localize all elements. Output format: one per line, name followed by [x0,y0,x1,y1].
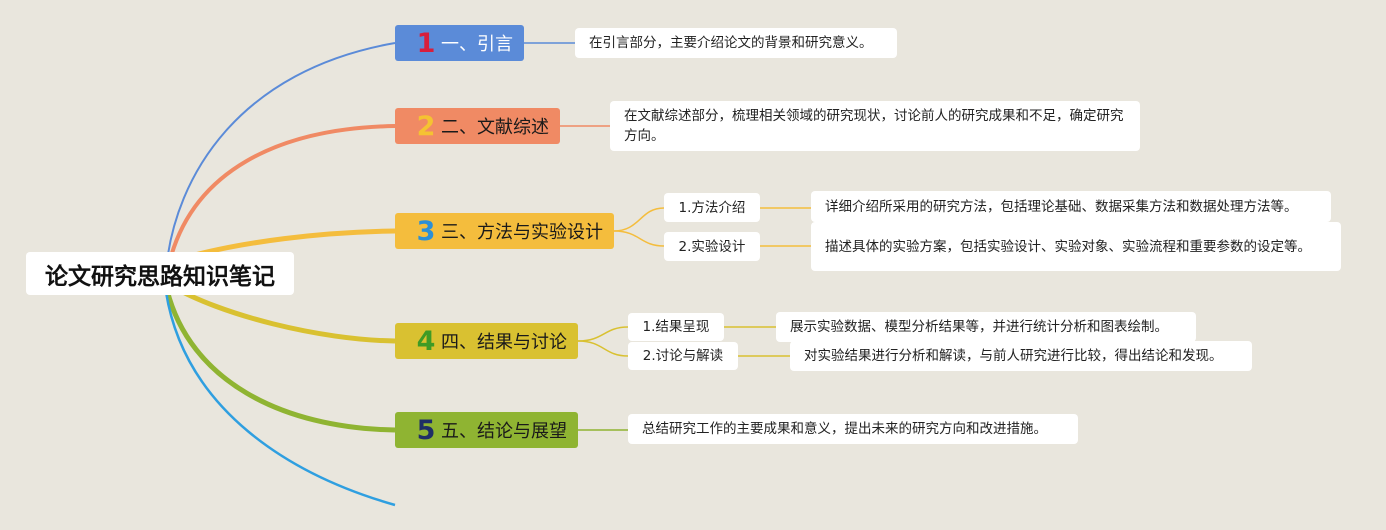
branch-results-discussion[interactable]: 4 四、结果与讨论 [395,323,578,359]
description-experiment-design[interactable]: 描述具体的实验方案，包括实验设计、实验对象、实验流程和重要参数的设定等。 [811,222,1341,271]
mind-map-root-title[interactable]: 论文研究思路知识笔记 [26,252,294,295]
branch-number-5: 5 [416,414,436,446]
branch-literature-review[interactable]: 2 二、文献综述 [395,108,560,144]
description-literature-review[interactable]: 在文献综述部分，梳理相关领域的研究现状，讨论前人的研究成果和不足，确定研究方向。 [610,101,1140,151]
sub-topic-experiment-design[interactable]: 2.实验设计 [664,232,760,261]
branch-label: 五、结论与展望 [441,421,567,442]
branch-conclusion-outlook[interactable]: 5 五、结论与展望 [395,412,578,448]
connector-root-to-branch-4 [168,282,396,344]
branch-label: 三、方法与实验设计 [441,222,603,243]
connector-root-to-branch-2 [166,124,396,269]
branch-label: 二、文献综述 [441,117,549,138]
branch-methods-experiment[interactable]: 3 三、方法与实验设计 [395,213,614,249]
branch-number-2: 2 [416,110,436,142]
description-discussion-interpretation[interactable]: 对实验结果进行分析和解读，与前人研究进行比较，得出结论和发现。 [790,341,1252,371]
connector-branch-4-to-sub-1 [577,326,629,342]
description-conclusion-outlook[interactable]: 总结研究工作的主要成果和意义，提出未来的研究方向和改进措施。 [628,414,1078,444]
sub-topic-discussion-interpretation[interactable]: 2.讨论与解读 [628,342,738,370]
connector-root-to-branch-5 [164,289,396,433]
sub-topic-results-presentation[interactable]: 1.结果呈现 [628,313,724,341]
connector-root-to-branch-1 [165,42,396,271]
connector-branch-4-to-sub-2 [577,340,629,357]
description-results-presentation[interactable]: 展示实验数据、模型分析结果等，并进行统计分析和图表绘制。 [776,312,1196,342]
branch-number-4: 4 [416,325,436,357]
connector-extra-curve [164,291,396,507]
branch-introduction[interactable]: 1 一、引言 [395,25,524,61]
sub-topic-methods-intro[interactable]: 1.方法介绍 [664,193,760,222]
branch-label: 四、结果与讨论 [441,332,567,353]
description-introduction[interactable]: 在引言部分，主要介绍论文的背景和研究意义。 [575,28,897,58]
branch-number-1: 1 [416,27,436,59]
connector-branch-3-to-sub-2 [613,230,665,247]
branch-number-3: 3 [416,215,436,247]
connector-branch-3-to-sub-1 [613,207,665,232]
description-methods-intro[interactable]: 详细介绍所采用的研究方法，包括理论基础、数据采集方法和数据处理方法等。 [811,191,1331,222]
branch-label: 一、引言 [441,34,513,55]
